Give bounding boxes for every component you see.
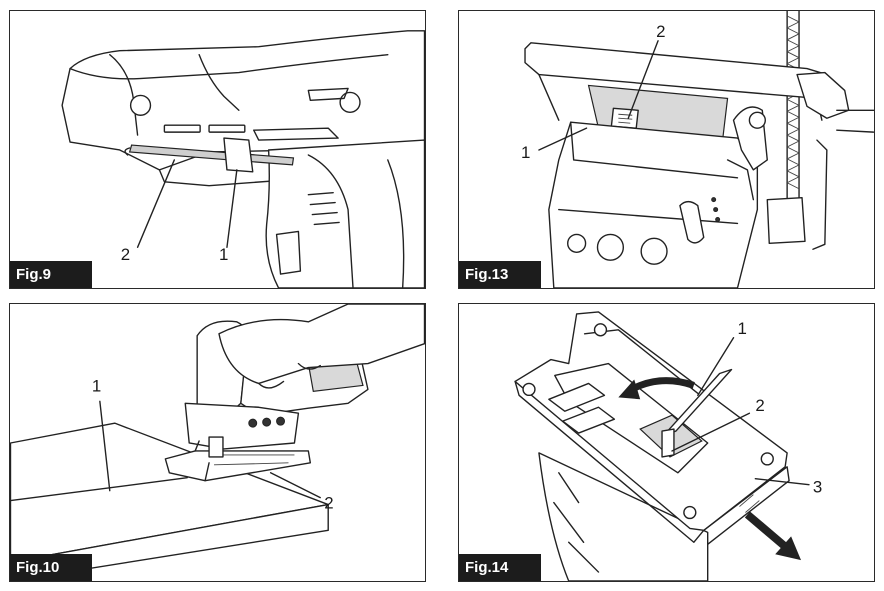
figure-14-callout-1: 1 — [737, 319, 746, 338]
figure-9-label: Fig.9 — [10, 261, 92, 288]
figure-13-panel: 2 1 Fig.13 — [458, 10, 875, 289]
figure-14-illustration: 1 2 3 — [514, 311, 822, 581]
figure-10-label: Fig.10 — [10, 554, 92, 581]
figure-14-callout-2: 2 — [755, 396, 764, 415]
figure-9-callout-2: 2 — [121, 245, 130, 264]
figure-14-panel: 1 2 3 Fig.14 — [458, 303, 875, 582]
figure-9-callout-1: 1 — [219, 245, 228, 264]
figure-13-callout-1: 1 — [521, 143, 530, 162]
figure-13-label: Fig.13 — [459, 261, 541, 288]
figure-13-callout-2: 2 — [656, 22, 665, 41]
figure-10-panel: 1 2 Fig.10 — [9, 303, 426, 582]
figure-14-callout-3: 3 — [813, 478, 822, 497]
figure-9-illustration: 2 1 — [61, 30, 425, 288]
figure-13-illustration: 2 1 — [521, 11, 874, 288]
figure-14-label: Fig.14 — [459, 554, 541, 581]
figure-10-callout-1: 1 — [92, 376, 101, 395]
figure-9-panel: 2 1 Fig.9 — [9, 10, 426, 289]
figure-10-callout-2: 2 — [324, 494, 333, 513]
figure-10-illustration: 1 2 — [10, 304, 425, 581]
